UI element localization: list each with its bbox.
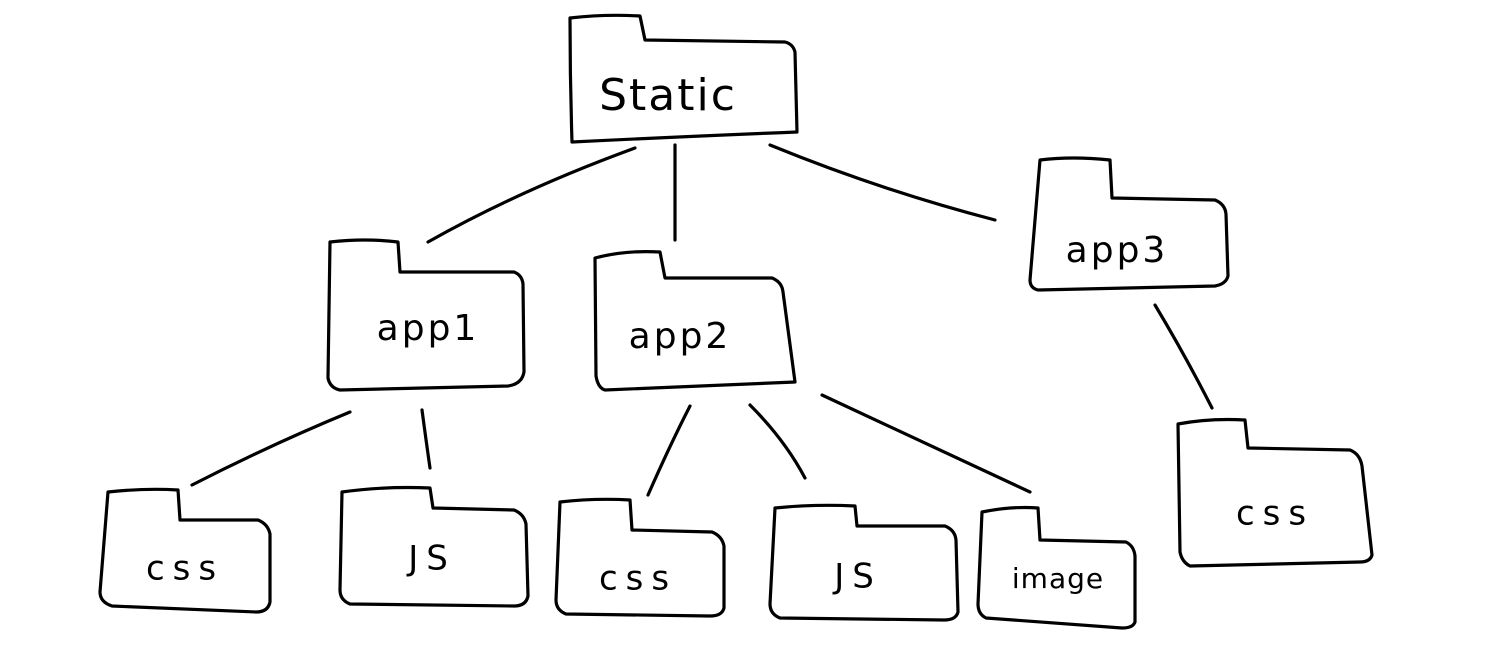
folder-label: css: [599, 559, 677, 599]
folder-label: Static: [599, 70, 737, 121]
folder-label: app2: [629, 316, 732, 357]
folder-label: JS: [832, 557, 882, 597]
folder-app3: app3: [1028, 156, 1230, 292]
folder-label: css: [146, 549, 224, 589]
folder-icon: [554, 497, 726, 618]
connector-static-app1: [426, 146, 637, 244]
connectors: [190, 143, 1214, 497]
folder-app2-css: css: [554, 497, 726, 618]
folder-icon: [768, 503, 960, 622]
folder-icon: [1028, 156, 1230, 292]
folder-app3-css: css: [1176, 417, 1374, 568]
connector-app3-css: [1153, 303, 1214, 410]
folder-app2-js: JS: [768, 503, 960, 622]
connector-app1-css: [190, 410, 352, 487]
folder-icon: [338, 485, 530, 608]
folder-label: image: [1012, 562, 1104, 595]
folder-icon: [98, 487, 272, 614]
connector-app1-js: [420, 408, 432, 470]
folder-app1: app1: [326, 238, 526, 392]
folder-label: app1: [377, 308, 480, 349]
connector-app2-image: [820, 393, 1032, 494]
folder-icon: [593, 250, 797, 392]
folder-app1-js: JS: [338, 485, 530, 608]
folder-label: css: [1236, 494, 1314, 534]
folder-label: app3: [1066, 230, 1169, 271]
folder-icon: [568, 13, 799, 144]
folder-icon: [976, 505, 1137, 630]
connector-app2-js: [748, 403, 807, 480]
folder-icon: [1176, 417, 1374, 568]
folder-app2: app2: [593, 250, 797, 392]
connector-static-app3: [768, 143, 997, 222]
connector-app2-css: [646, 404, 692, 497]
folder-icon: [326, 238, 526, 392]
folder-label: JS: [406, 539, 456, 579]
folder-static: Static: [568, 13, 799, 144]
folder-app2-image: image: [976, 505, 1137, 630]
folder-app1-css: css: [98, 487, 272, 614]
